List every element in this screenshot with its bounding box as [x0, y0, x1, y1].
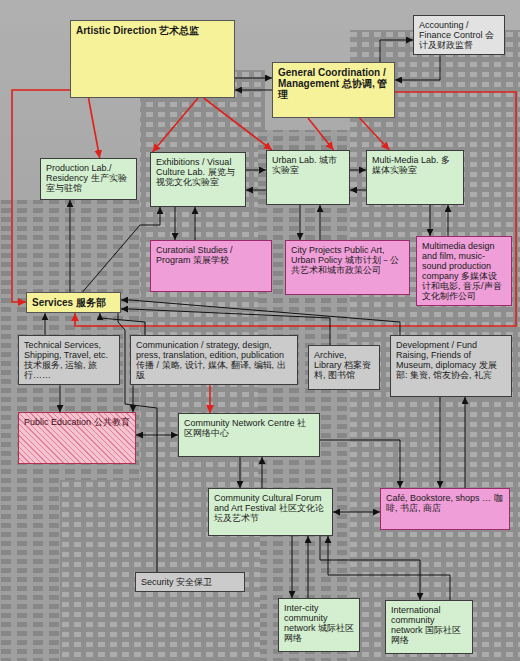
box-label: Community Cultural Forum and Art Festiva…: [214, 493, 327, 523]
box-label: Public Education 公共教育: [24, 417, 130, 427]
connector-arrow: [440, 397, 441, 488]
connector-arrow: [380, 40, 413, 62]
connector-arrow: [320, 440, 400, 488]
connector-arrow: [320, 205, 321, 240]
box-label: Production Lab./ Residency 生产实验室与驻馆: [46, 163, 131, 193]
connector-arrow: [195, 207, 196, 240]
connector-arrow: [328, 536, 450, 600]
process-box: Multimedia design and film, music-sound …: [416, 236, 512, 306]
connector-arrow: [153, 98, 199, 152]
process-box: Artistic Direction 艺术总监: [70, 20, 235, 98]
connector-arrow: [121, 300, 400, 335]
box-label: Curatorial Studies / Program 策展学校: [156, 245, 266, 265]
process-box: Curatorial Studies / Program 策展学校: [150, 240, 272, 292]
connector-arrow: [75, 92, 516, 326]
connector-arrow: [100, 313, 145, 335]
process-box: Communication / strategy, design, press,…: [130, 335, 298, 385]
connector-arrow: [350, 190, 366, 191]
box-label: General Coordination / Management 总协调, 管…: [278, 67, 389, 101]
connector-arrow: [308, 118, 334, 150]
box-label: Café, Bookstore, shops … 咖啡, 书店, 商店: [386, 493, 504, 513]
connector-arrow: [395, 55, 440, 80]
connector-arrow: [262, 457, 263, 488]
connector-arrow: [70, 200, 71, 292]
connector-arrow: [333, 512, 380, 513]
box-label: Development / Fund Raising, Friends of M…: [396, 340, 506, 380]
process-box: Production Lab./ Residency 生产实验室与驻馆: [40, 158, 137, 200]
process-box: City Projects Public Art, Urban Policy 城…: [285, 240, 410, 295]
process-box: Urban Lab. 城市实验室: [266, 150, 350, 205]
connector-arrow: [175, 207, 176, 240]
process-box: Public Education 公共教育: [18, 412, 136, 464]
connector-arrow: [89, 98, 100, 158]
process-box: Technical Services, Shipping, Travel, et…: [18, 335, 120, 385]
process-box: Multi-Media Lab. 多媒体实验室: [366, 150, 464, 205]
box-label: Archive, Library 档案资料, 图书馆: [314, 350, 374, 380]
box-label: Inter-city community network 城际社区网络: [284, 603, 354, 643]
process-box: Café, Bookstore, shops … 咖啡, 书店, 商店: [380, 488, 510, 530]
process-box: Community Network Centre 社区网络中心: [178, 413, 320, 457]
connector-arrow: [83, 207, 160, 292]
connector-arrow: [430, 205, 431, 236]
box-label: Communication / strategy, design, press,…: [136, 340, 292, 380]
box-label: Multi-Media Lab. 多媒体实验室: [372, 155, 458, 175]
process-box: Accounting / Finance Control 会计及财政监督: [413, 15, 505, 55]
connector-arrow: [240, 457, 241, 488]
connector-arrow: [246, 190, 266, 191]
connector-arrow: [246, 170, 266, 171]
connector-arrow: [360, 118, 390, 150]
box-label: Artistic Direction 艺术总监: [76, 25, 229, 36]
connector-arrow: [235, 78, 272, 79]
process-box: Security 安全保卫: [135, 572, 245, 592]
connector-arrow: [45, 313, 46, 335]
box-label: International community network 国际社区网络: [391, 605, 467, 645]
box-label: Services 服务部: [32, 297, 115, 308]
box-label: Urban Lab. 城市实验室: [272, 155, 344, 175]
box-label: Technical Services, Shipping, Travel, et…: [24, 340, 114, 380]
process-box: Inter-city community network 城际社区网络: [278, 598, 360, 652]
connector-arrow: [300, 205, 301, 240]
process-box: Development / Fund Raising, Friends of M…: [390, 335, 512, 397]
box-label: Community Network Centre 社区网络中心: [184, 418, 314, 438]
box-label: Exhibitions / Visual Culture Lab. 展览与视觉文…: [156, 157, 240, 187]
box-label: City Projects Public Art, Urban Policy 城…: [291, 245, 404, 275]
box-label: Multimedia design and film, music-sound …: [422, 241, 506, 301]
connector-arrow: [209, 385, 211, 413]
connector-arrow: [320, 536, 420, 600]
process-box: General Coordination / Management 总协调, 管…: [272, 62, 395, 118]
connector-arrow: [292, 536, 293, 598]
process-box: Community Cultural Forum and Art Festiva…: [208, 488, 333, 536]
connector-arrow: [204, 98, 272, 150]
connector-arrow: [235, 90, 272, 91]
box-label: Security 安全保卫: [141, 577, 239, 587]
connector-arrow: [465, 397, 466, 488]
connector-arrow: [350, 170, 366, 171]
connector-arrow: [448, 205, 449, 236]
process-box: Archive, Library 档案资料, 图书馆: [308, 345, 380, 390]
connector-arrow: [60, 385, 61, 412]
connector-arrow: [308, 536, 309, 598]
connector-arrow: [133, 385, 134, 412]
process-box: International community network 国际社区网络: [385, 600, 473, 654]
box-label: Accounting / Finance Control 会计及财政监督: [419, 20, 499, 50]
process-box: Exhibitions / Visual Culture Lab. 展览与视觉文…: [150, 152, 246, 207]
process-box: Services 服务部: [26, 292, 121, 313]
